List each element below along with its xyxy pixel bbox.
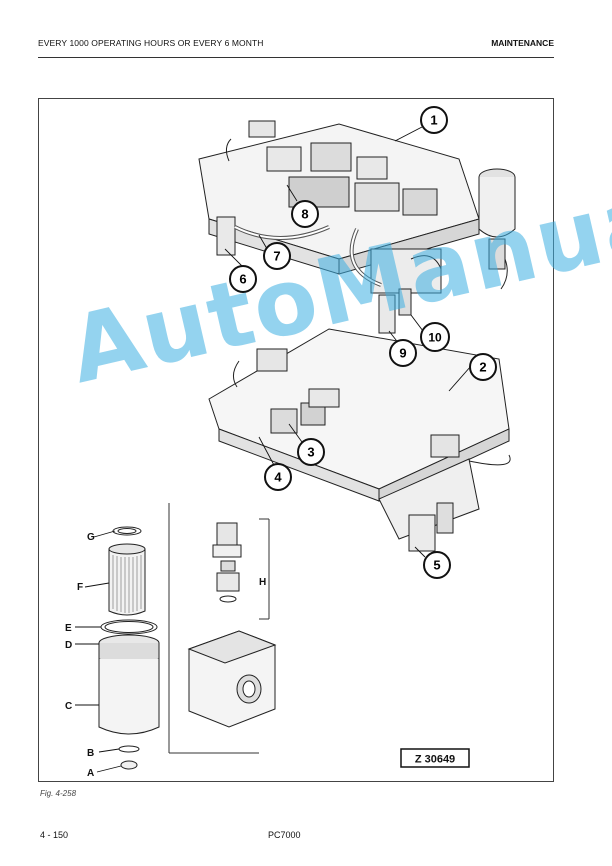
leader-lines	[75, 126, 472, 773]
label-E: E	[65, 623, 72, 634]
page-number: 4 - 150	[40, 830, 69, 840]
callout-7: 7	[263, 242, 291, 270]
callout-4: 4	[264, 463, 292, 491]
header-chapter-title: EVERY 1000 OPERATING HOURS OR EVERY 6 MO…	[38, 38, 264, 48]
model-name: PC7000	[268, 830, 301, 840]
label-G: G	[87, 532, 95, 543]
figure-reference-box: Z 30649	[400, 748, 470, 768]
svg-text:3: 3	[307, 445, 314, 460]
label-D: D	[65, 640, 72, 651]
header-section-title: MAINTENANCE	[491, 38, 554, 48]
switch-plug-assembly	[168, 503, 277, 754]
label-B: B	[87, 748, 94, 759]
svg-text:7: 7	[273, 249, 280, 264]
label-H: H	[259, 577, 266, 588]
filter-exploded-view	[98, 526, 160, 770]
svg-text:10: 10	[428, 331, 442, 345]
svg-text:4: 4	[274, 470, 282, 485]
callout-markers: 1 2 3 4 5 6 7	[229, 106, 497, 579]
callout-2: 2	[469, 353, 497, 381]
header-divider	[38, 57, 554, 58]
svg-text:Z 30649: Z 30649	[415, 754, 455, 766]
label-A: A	[87, 768, 94, 779]
svg-text:2: 2	[479, 360, 486, 375]
svg-text:8: 8	[301, 207, 308, 222]
middle-bracket-assembly	[208, 328, 511, 552]
part-letter-labels: G F E D C B A H	[65, 532, 266, 779]
callout-3: 3	[297, 438, 325, 466]
label-F: F	[77, 582, 83, 593]
svg-text:6: 6	[239, 272, 246, 287]
figure-frame: 1 2 3 4 5 6 7	[38, 98, 554, 782]
figure-caption: Fig. 4-258	[40, 789, 77, 798]
callout-10: 10	[420, 322, 450, 352]
label-C: C	[65, 701, 72, 712]
callout-6: 6	[229, 265, 257, 293]
svg-text:9: 9	[399, 346, 406, 361]
callout-5: 5	[423, 551, 451, 579]
svg-text:1: 1	[430, 113, 437, 128]
upper-valve-assembly	[198, 120, 516, 334]
callout-9: 9	[389, 339, 417, 367]
svg-text:5: 5	[433, 558, 440, 573]
technical-drawing: 1 2 3 4 5 6 7	[65, 106, 516, 779]
callout-8: 8	[291, 200, 319, 228]
callout-1: 1	[420, 106, 448, 134]
